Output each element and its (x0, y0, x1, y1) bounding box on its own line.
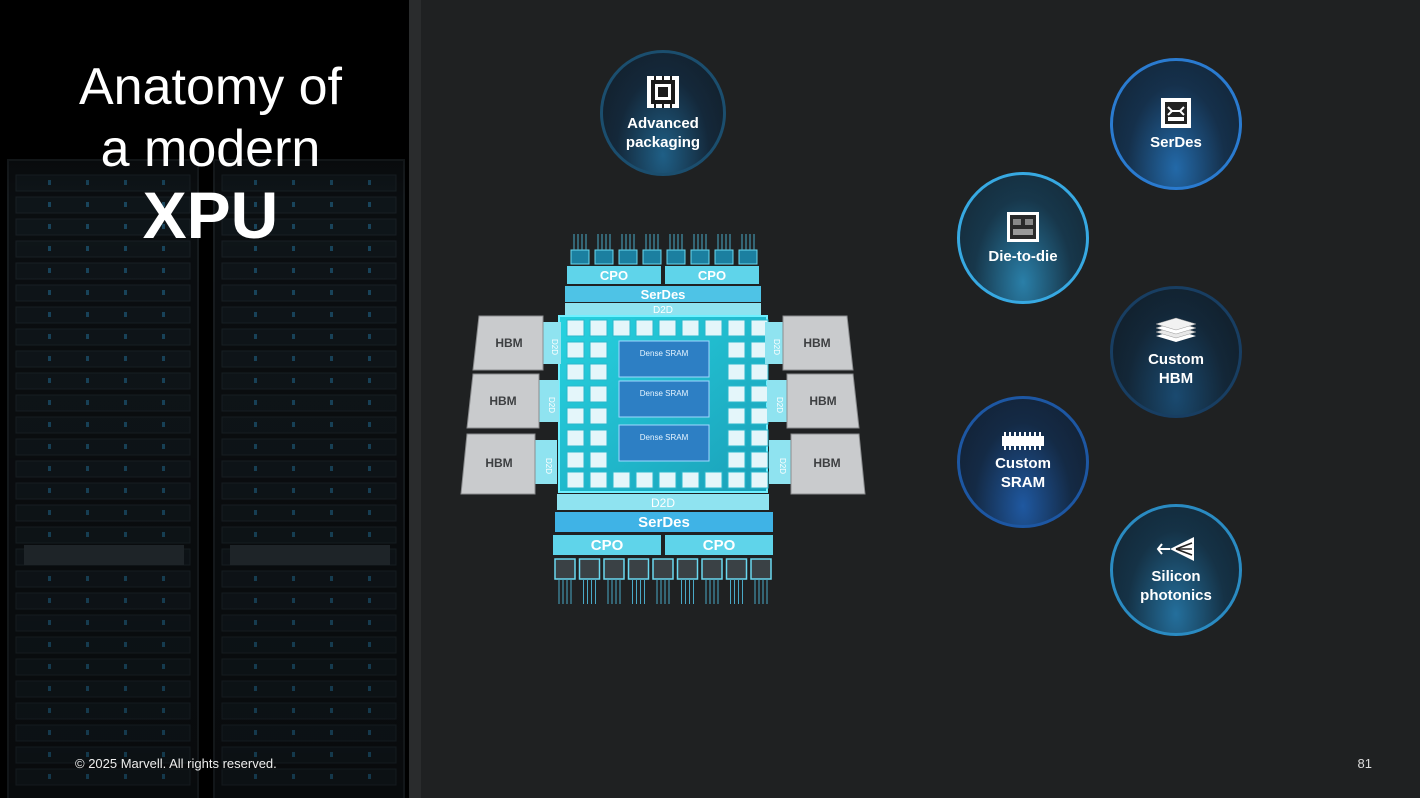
page-number: 81 (1358, 756, 1372, 771)
feature-label-silicon-photonics: Silicon photonics (1140, 567, 1212, 605)
d2d-bottom-label: D2D (651, 496, 675, 510)
photonics-icon (1156, 535, 1196, 563)
serdes-bottom-label: SerDes (638, 514, 690, 531)
feature-label-custom-sram: Custom SRAM (995, 454, 1051, 492)
dense-sram-block-3 (619, 425, 709, 461)
copyright-notice: © 2025 Marvell. All rights reserved. (75, 756, 277, 771)
bottom-connector-pins (555, 559, 771, 604)
hbm-right-label-1: HBM (803, 336, 830, 350)
serdes-top-label: SerDes (641, 287, 686, 302)
dense-sram-block-1 (619, 341, 709, 377)
cpo-bottom-right-label: CPO (703, 537, 736, 554)
cpo-bottom-left-label: CPO (591, 537, 624, 554)
serdes-chip-icon (1160, 97, 1192, 129)
die-to-die-chip-icon (1006, 211, 1040, 243)
feature-serdes: SerDes (1110, 58, 1242, 190)
feature-label-custom-hbm: Custom HBM (1148, 350, 1204, 388)
title-line-1: Anatomy of (0, 56, 421, 118)
packaging-icon (645, 74, 681, 110)
top-connector-pins (571, 234, 757, 264)
d2d-left-label-2: D2D (547, 397, 556, 413)
xpu-chip-diagram: CPO CPO SerDes D2D Dense SRAM Dense SRAM… (459, 232, 869, 610)
feature-custom-sram: Custom SRAM (957, 396, 1089, 528)
feature-advanced-packaging: Advanced packaging (600, 50, 726, 176)
d2d-left-label-1: D2D (550, 339, 559, 355)
hbm-left-label-3: HBM (485, 456, 512, 470)
feature-label-die-to-die: Die-to-die (988, 247, 1057, 266)
feature-silicon-photonics: Silicon photonics (1110, 504, 1242, 636)
d2d-right-label-1: D2D (772, 339, 781, 355)
hbm-right-label-3: HBM (813, 456, 840, 470)
feature-die-to-die: Die-to-die (957, 172, 1089, 304)
hbm-left-label-1: HBM (495, 336, 522, 350)
feature-custom-hbm: Custom HBM (1110, 286, 1242, 418)
dense-sram-label-2: Dense SRAM (640, 389, 689, 398)
d2d-top-label: D2D (653, 305, 673, 316)
cpo-top-right-label: CPO (698, 268, 726, 283)
title-line-2: a modern (0, 118, 421, 180)
feature-label-serdes: SerDes (1150, 133, 1202, 152)
feature-label-advanced-packaging: Advanced packaging (626, 114, 700, 152)
title-line-3: XPU (0, 180, 421, 250)
d2d-left-label-3: D2D (544, 458, 553, 474)
d2d-right-label-2: D2D (775, 397, 784, 413)
hbm-left-label-2: HBM (489, 394, 516, 408)
hbm-stack-icon (1152, 316, 1200, 346)
slide-title: Anatomy of a modern XPU (0, 56, 421, 250)
d2d-right-label-3: D2D (778, 458, 787, 474)
dense-sram-label-1: Dense SRAM (640, 349, 689, 358)
hbm-right-label-2: HBM (809, 394, 836, 408)
dense-sram-label-3: Dense SRAM (640, 433, 689, 442)
cpo-top-left-label: CPO (600, 268, 628, 283)
dense-sram-block-2 (619, 381, 709, 417)
left-panel: Anatomy of a modern XPU © 2025 Marvell. … (0, 0, 421, 798)
sram-module-icon (1000, 432, 1046, 450)
